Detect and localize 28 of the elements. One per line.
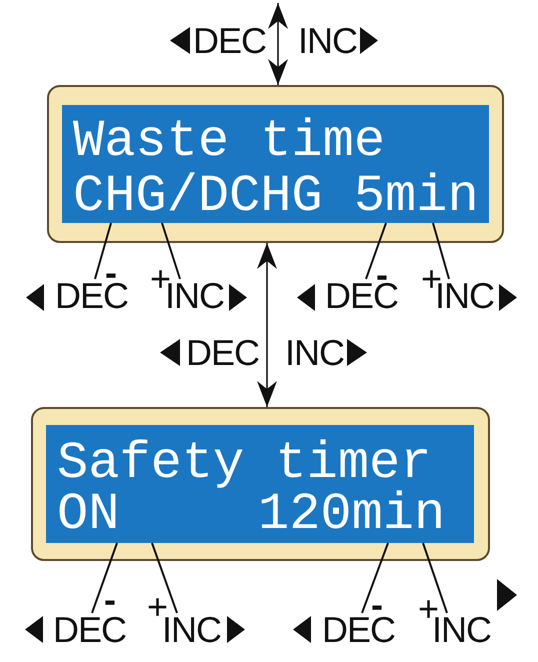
minus-sign: -	[104, 594, 116, 606]
lcd-frame	[47, 85, 504, 243]
key-label: INC	[298, 24, 357, 58]
key-label: DEC	[193, 24, 266, 58]
minus-sign: -	[376, 269, 388, 281]
key-label: DEC	[325, 279, 398, 313]
lcd-screen	[62, 105, 489, 223]
lcd-text: CHG/DCHG 5min	[73, 173, 479, 221]
key-label: DEC	[186, 336, 260, 370]
key-label: DEC	[55, 279, 128, 313]
minus-sign: -	[105, 267, 117, 279]
lcd-screen	[46, 425, 474, 543]
key-label: INC	[432, 613, 491, 647]
double-arrow	[257, 243, 277, 407]
double-arrow	[268, 3, 288, 85]
lcd-text: ON	[57, 491, 120, 539]
key-label: DEC	[322, 613, 396, 647]
leader-line	[161, 222, 181, 280]
key-label: INC	[285, 336, 344, 370]
leader-line	[432, 222, 450, 280]
lcd-text: 120min	[258, 491, 446, 539]
leader-line	[365, 222, 387, 280]
minus-sign: -	[371, 599, 383, 611]
key-label: DEC	[53, 613, 126, 647]
lcd-frame	[31, 407, 490, 561]
lcd-text: Safety timer	[57, 440, 432, 488]
lcd-text: Waste time	[73, 118, 386, 166]
leader-line	[94, 222, 112, 280]
